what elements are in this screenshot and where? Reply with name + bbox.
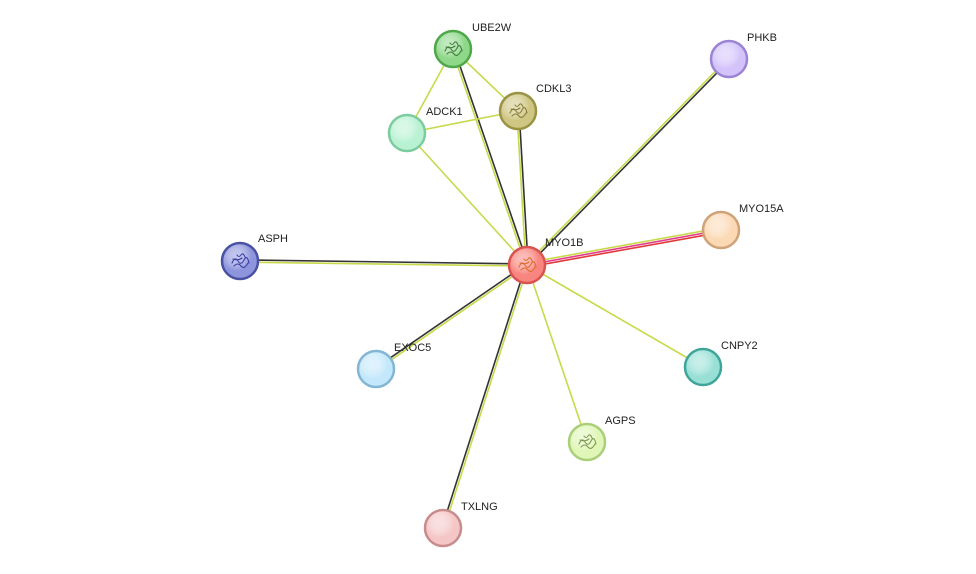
edge-evidence-line <box>516 111 527 266</box>
edge-evidence-line <box>443 265 529 529</box>
node-circle <box>683 347 723 387</box>
node-myo15a[interactable]: MYO15A <box>701 203 784 250</box>
node-myo1b[interactable]: MYO1B <box>507 237 584 285</box>
edge-evidence-line <box>525 57 729 265</box>
node-exoc5[interactable]: EXOC5 <box>356 342 431 389</box>
edge-evidence-line <box>406 132 528 266</box>
node-circle <box>433 29 473 69</box>
edge-evidence-line <box>374 263 527 369</box>
node-txlng[interactable]: TXLNG <box>423 501 498 548</box>
protein-structure-icon <box>518 257 537 272</box>
edge-evidence-line <box>526 227 721 264</box>
edge-myo1b-asph[interactable] <box>239 259 528 267</box>
edge-evidence-line <box>239 261 527 267</box>
edge-myo1b-ube2w[interactable] <box>451 48 529 266</box>
node-cnpy2[interactable]: CNPY2 <box>683 340 758 387</box>
edge-myo1b-agps[interactable] <box>526 264 588 443</box>
node-label: MYO15A <box>739 203 784 215</box>
node-label: TXLNG <box>461 501 498 513</box>
node-label: MYO1B <box>545 237 584 249</box>
node-circle <box>709 39 749 79</box>
node-label: CNPY2 <box>721 340 758 352</box>
edge-myo1b-myo15a[interactable] <box>526 227 722 268</box>
edge-myo1b-adck1[interactable] <box>406 132 528 266</box>
node-label: PHKB <box>747 32 777 44</box>
node-phkb[interactable]: PHKB <box>709 32 777 79</box>
edge-myo1b-cdkl3[interactable] <box>516 110 529 266</box>
edge-evidence-line <box>527 59 731 267</box>
node-cdkl3[interactable]: CDKL3 <box>498 83 571 131</box>
edge-evidence-line <box>441 264 527 528</box>
node-circle <box>701 210 741 250</box>
edge-myo1b-exoc5[interactable] <box>374 263 529 371</box>
node-adck1[interactable]: ADCK1 <box>387 106 463 153</box>
edge-evidence-line <box>527 231 722 268</box>
node-label: ASPH <box>258 233 288 245</box>
edge-evidence-line <box>526 264 704 368</box>
edge-evidence-line <box>451 49 527 266</box>
edge-evidence-line <box>526 229 722 266</box>
edge-evidence-line <box>453 48 529 265</box>
edge-evidence-line <box>376 265 529 371</box>
node-circle <box>498 91 538 131</box>
edge-evidence-line <box>240 259 528 265</box>
node-label: AGPS <box>605 415 636 427</box>
node-circle <box>356 349 396 389</box>
protein-structure-icon <box>509 103 528 118</box>
protein-structure-icon <box>578 434 597 449</box>
protein-structure-icon <box>444 41 463 56</box>
edge-evidence-line <box>518 110 529 265</box>
node-ube2w[interactable]: UBE2W <box>433 22 512 69</box>
protein-structure-icon <box>231 253 250 268</box>
node-label: ADCK1 <box>426 106 463 118</box>
edge-layer <box>239 48 731 529</box>
node-agps[interactable]: AGPS <box>567 415 636 462</box>
node-label: UBE2W <box>472 22 512 34</box>
node-circle <box>567 422 607 462</box>
edge-myo1b-phkb[interactable] <box>525 57 731 267</box>
node-circle <box>423 508 463 548</box>
node-circle <box>387 113 427 153</box>
node-label: EXOC5 <box>394 342 431 354</box>
node-circle <box>220 241 260 281</box>
edge-myo1b-txlng[interactable] <box>441 264 529 529</box>
node-label: CDKL3 <box>536 83 571 95</box>
node-circle <box>507 245 547 285</box>
edge-myo1b-cnpy2[interactable] <box>526 264 704 368</box>
node-asph[interactable]: ASPH <box>220 233 288 281</box>
edge-evidence-line <box>526 264 588 443</box>
